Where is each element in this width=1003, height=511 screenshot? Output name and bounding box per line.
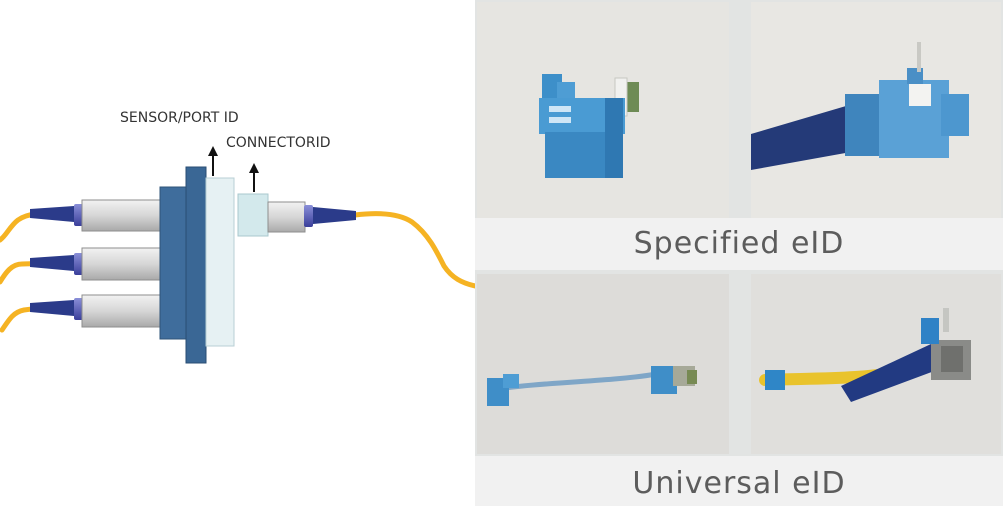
panel-plate — [185, 166, 207, 364]
connector-body-bottom — [81, 294, 161, 328]
connector-id-label: CONNECTORID — [226, 135, 331, 151]
caption-bar-top: Specified eID — [475, 218, 1003, 270]
boot-bottom-left — [30, 300, 74, 316]
photo-grid: Specified eID Universal eID — [475, 0, 1003, 506]
connector-body-right — [267, 201, 306, 233]
universal-eid-fc-image — [751, 274, 1001, 454]
specified-eid-connector-image — [751, 2, 1001, 218]
ring-middle-left — [74, 253, 83, 275]
sensor-port-id-plate — [205, 177, 235, 347]
photo-specified-eid-clip — [477, 2, 729, 218]
connector-id-sleeve — [237, 193, 269, 237]
connector-diagram-svg — [0, 146, 478, 364]
boot-top-left — [30, 206, 74, 222]
connector-body-middle — [81, 247, 161, 281]
boot-middle-left — [30, 255, 74, 271]
connector-body-top — [81, 199, 161, 232]
ring-top-left — [74, 204, 83, 226]
ring-right — [304, 205, 313, 227]
caption-bar-bottom: Universal eID — [475, 456, 1003, 506]
specified-eid-clip-image — [477, 2, 729, 218]
sensor-port-id-label: SENSOR/PORT ID — [120, 110, 239, 126]
panel-flange — [159, 186, 191, 340]
connector-arrow — [249, 163, 259, 192]
specified-eid-caption: Specified eID — [633, 226, 845, 261]
sensor-arrow — [208, 146, 218, 176]
fiber-right — [352, 211, 478, 289]
ring-bottom-left — [74, 298, 83, 320]
boot-right — [313, 207, 356, 224]
photo-specified-eid-connector — [751, 2, 1001, 218]
universal-eid-caption: Universal eID — [632, 466, 846, 501]
connector-diagram: SENSOR/PORT ID CONNECTORID — [0, 0, 478, 506]
photo-universal-eid-cable — [477, 274, 729, 454]
photo-universal-eid-fc — [751, 274, 1001, 454]
universal-eid-cable-image — [477, 274, 729, 454]
